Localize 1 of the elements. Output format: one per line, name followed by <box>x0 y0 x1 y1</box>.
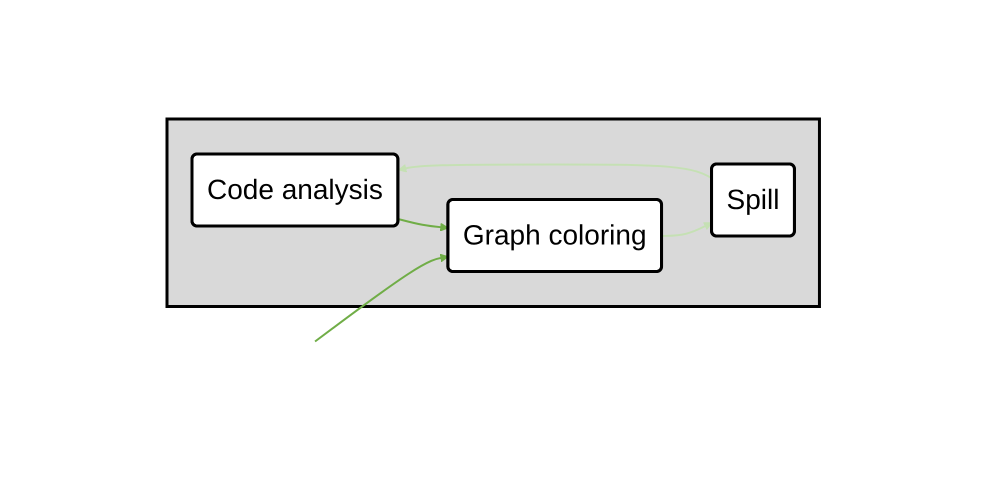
cluster <box>166 118 822 308</box>
